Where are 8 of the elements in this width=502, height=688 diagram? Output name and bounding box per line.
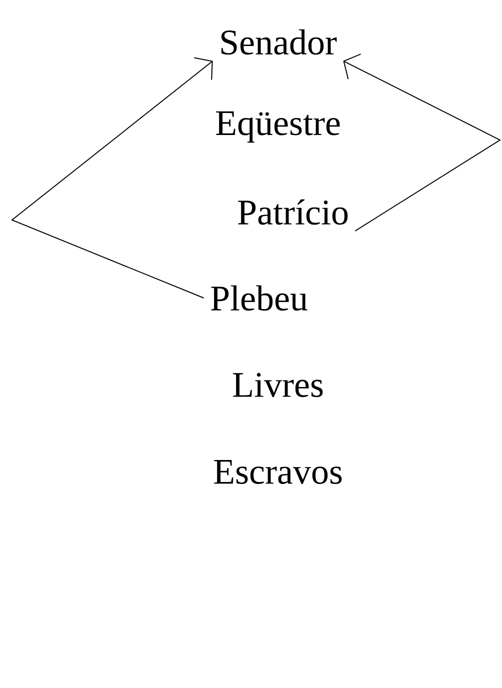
class-label: Plebeu	[211, 285, 308, 311]
class-label: Livres	[233, 372, 323, 398]
class-label: Escravos	[214, 460, 342, 484]
class-label: Senador	[221, 29, 337, 55]
class-label: Patrício	[238, 199, 348, 225]
arrow	[343, 54, 502, 232]
arrow	[11, 57, 213, 298]
class-label: Eqüestre	[216, 111, 340, 143]
